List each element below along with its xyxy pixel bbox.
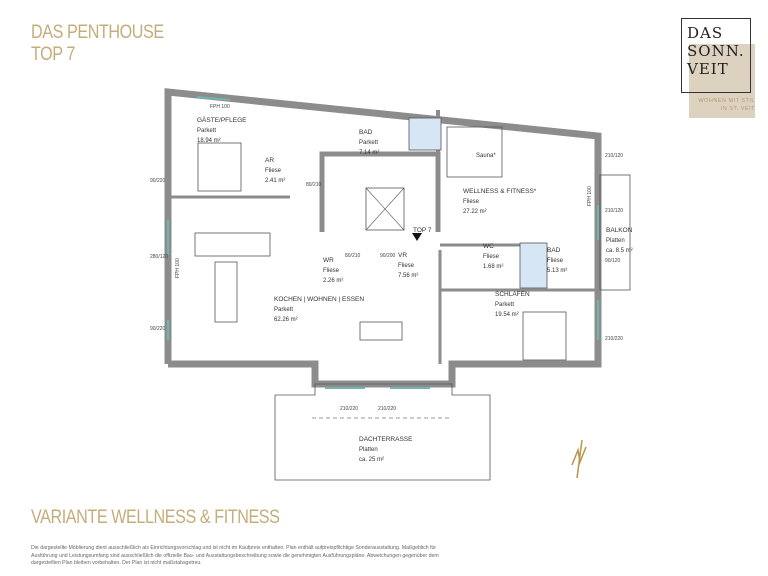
room-area: 62.26 m² <box>274 317 298 323</box>
room-floor: Platten <box>606 238 625 244</box>
room-floor: Parkett <box>197 128 216 134</box>
room-name: GÄSTE/PFLEGE <box>197 116 247 124</box>
room-area: ca. 8.5 m² <box>606 248 633 254</box>
room-name: DACHTERRASSE <box>359 436 413 443</box>
logo-line: DAS <box>687 24 724 42</box>
elevator <box>365 187 405 231</box>
room-name: WC <box>483 243 494 250</box>
room-floor: Fliese <box>323 268 340 274</box>
logo-tagline: IN ST. VEIT <box>720 106 755 112</box>
fph-label: FPH 100 <box>587 186 593 206</box>
logo-line: SONN. <box>687 42 745 60</box>
shower <box>519 242 548 289</box>
terrace-outline <box>274 383 491 481</box>
fph-label: FPH 100 <box>210 104 230 110</box>
room-area: 2.26 m² <box>323 278 343 284</box>
room-area: 27.22 m² <box>463 209 487 215</box>
bed <box>522 311 567 361</box>
dining-table <box>214 261 238 323</box>
dimension-label: 280/120 <box>150 254 168 260</box>
room-name: WR <box>323 257 334 264</box>
dimension-label: 210/120 <box>605 208 623 214</box>
room-area: 5.13 m² <box>547 268 567 274</box>
page-title: DAS PENTHOUSE <box>31 22 164 43</box>
dimension-label: 90/120 <box>605 258 621 264</box>
entrance-marker-icon <box>412 233 422 241</box>
walls <box>164 88 602 388</box>
room-name: AR <box>265 157 274 164</box>
room-name: BAD <box>547 247 561 254</box>
room-name: VR <box>398 252 407 259</box>
logo: DAS SONN. VEIT WOHNEN MIT STIL IN ST. VE… <box>681 18 761 118</box>
logo-line: VEIT <box>687 60 729 78</box>
room-area: 7.56 m² <box>398 273 418 279</box>
dimension-label: 90/200 <box>380 253 396 259</box>
sofa <box>359 321 403 341</box>
room-area: 19.54 m² <box>495 312 519 318</box>
dimension-label: 210/220 <box>340 406 358 412</box>
balcony-outline <box>599 174 631 291</box>
dimension-label: 210/220 <box>378 406 396 412</box>
room-name: KOCHEN | WOHNEN | ESSEN <box>274 296 364 303</box>
room-floor: Parkett <box>274 307 293 313</box>
dimension-label: 90/220 <box>150 178 166 184</box>
room-floor: Fliese <box>483 254 500 260</box>
room-floor: Fliese <box>398 263 415 269</box>
room-area: 7.14 m² <box>359 150 379 156</box>
room-floor: Parkett <box>359 140 378 146</box>
page-subtitle: TOP 7 <box>31 44 75 65</box>
room-area: 1.68 m² <box>483 264 503 270</box>
dimension-label: 210/220 <box>605 336 623 342</box>
dimension-label: 80/210 <box>345 253 361 259</box>
room-floor: Parkett <box>495 302 514 308</box>
room-area: 18.94 m² <box>197 138 221 144</box>
fph-label: FPH 100 <box>175 258 181 278</box>
room-floor: Platten <box>359 447 378 453</box>
windows <box>167 96 599 389</box>
variant-title: VARIANTE WELLNESS & FITNESS <box>31 507 280 528</box>
north-arrow-icon <box>571 439 587 479</box>
room-area: 2.41 m² <box>265 178 285 184</box>
room-name: SCHLAFEN <box>495 291 530 298</box>
room-name: BAD <box>359 129 373 136</box>
sauna-label: Sauna* <box>476 153 496 159</box>
disclaimer: Die dargestellte Möblierung dient aussch… <box>31 545 439 566</box>
bed <box>197 142 242 192</box>
room-area: ca. 25 m² <box>359 457 384 463</box>
room-name: BALKON <box>606 227 633 234</box>
entrance-label: TOP 7 <box>413 227 432 234</box>
logo-tagline: WOHNEN MIT STIL <box>698 98 755 104</box>
dimension-label: 80/210 <box>306 182 322 188</box>
room-floor: Fliese <box>265 168 282 174</box>
shower <box>408 117 442 151</box>
kitchen-island <box>194 232 271 257</box>
sauna <box>446 126 503 178</box>
room-floor: Fliese <box>463 199 480 205</box>
dimension-label: 210/120 <box>605 153 623 159</box>
dimension-label: 90/220 <box>150 326 166 332</box>
room-name: WELLNESS & FITNESS* <box>463 188 537 195</box>
room-floor: Fliese <box>547 258 564 264</box>
